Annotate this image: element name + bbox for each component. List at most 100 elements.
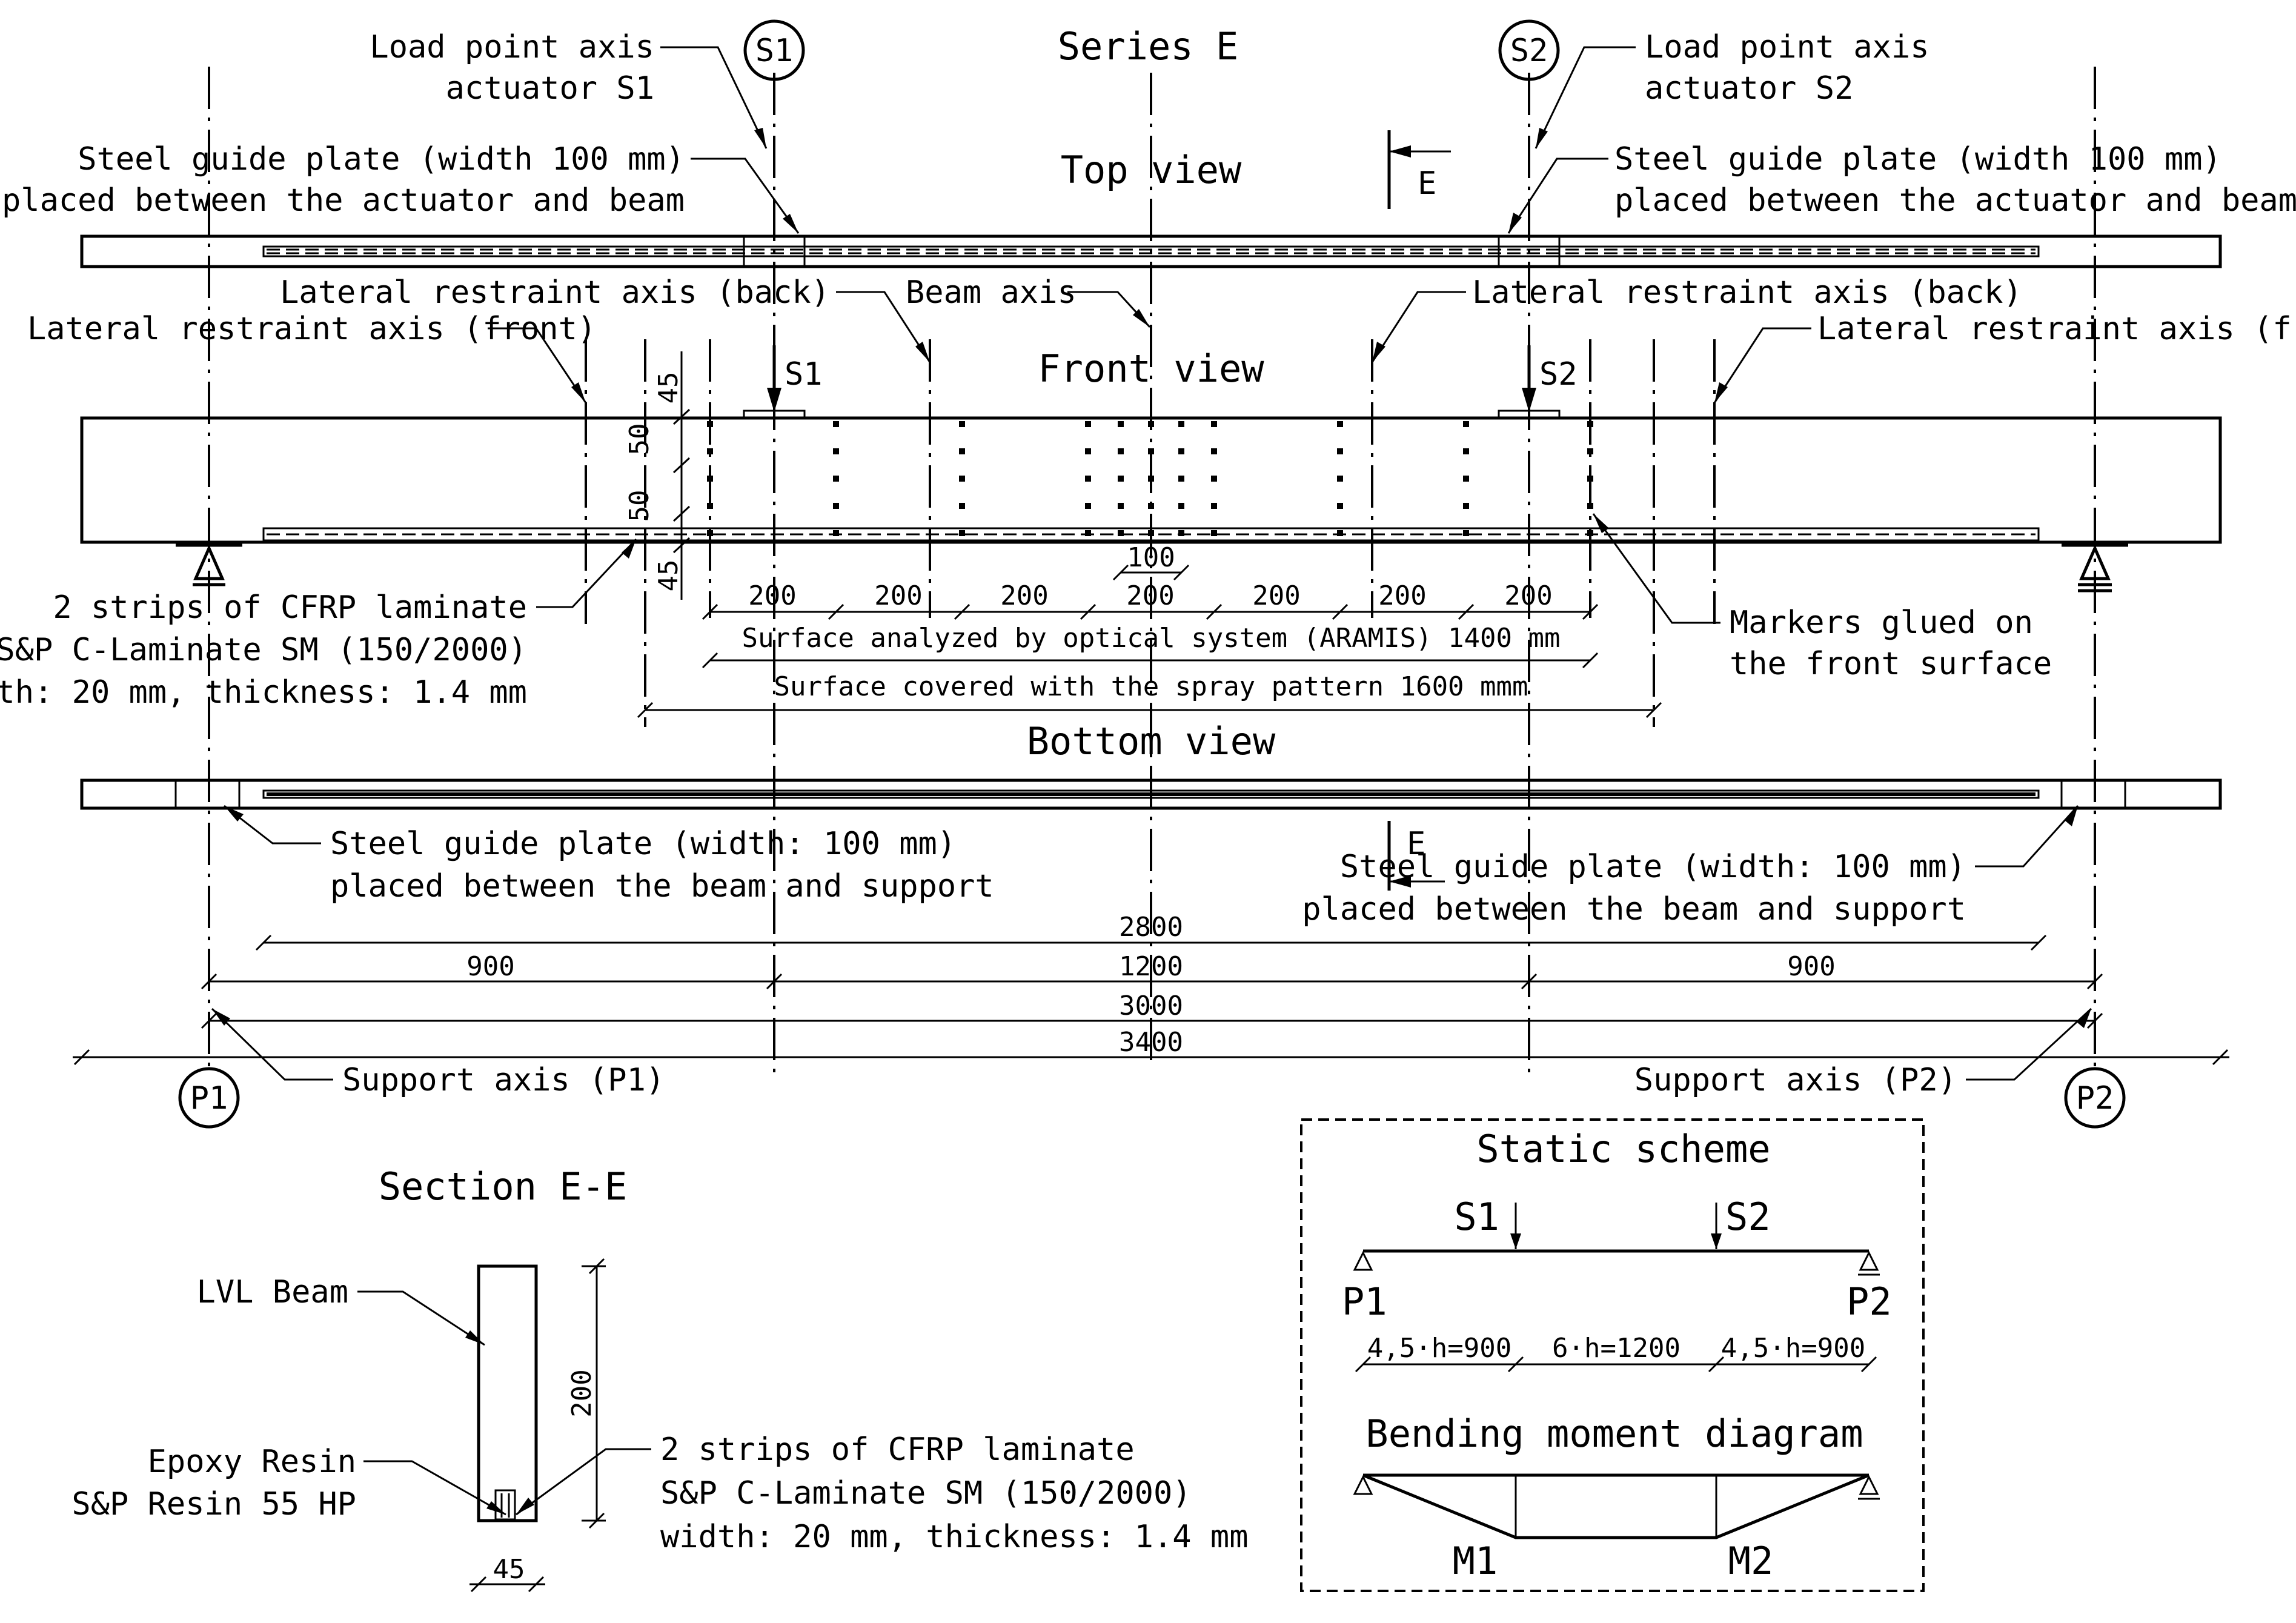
section-labels: LVL Beam Epoxy Resin S&P Resin 55 HP 2 s…: [71, 1274, 1248, 1555]
marker-dot: [1148, 503, 1154, 509]
dim-vertical-2: 50: [624, 423, 655, 456]
support-p1-symbol: [176, 543, 242, 586]
section-ee: 200 45: [469, 1258, 606, 1593]
dim-section-height: 200: [566, 1369, 597, 1417]
marker-dot: [959, 421, 965, 427]
dim-vertical-1: 45: [653, 372, 684, 404]
scheme-load-s2: S2: [1725, 1195, 1771, 1239]
top-view-title: Top view: [1061, 148, 1242, 192]
markers-label: Markers glued on the front surface: [1592, 513, 2052, 682]
support-axis-labels: Support axis (P1) Support axis (P2): [211, 1007, 2092, 1098]
aramis-label: Surface analyzed by optical system (ARAM…: [742, 623, 1560, 654]
marker-dot: [1118, 476, 1124, 482]
marker-dot: [1587, 476, 1593, 482]
dim-vertical-4: 45: [653, 560, 684, 592]
marker-dot: [1337, 530, 1343, 536]
beam-axis-label: Beam axis: [906, 274, 1077, 311]
moment-m2: M2: [1728, 1539, 1774, 1583]
load-axis-labels: Load point axis actuator S1 Load point a…: [370, 29, 1929, 149]
marker-dot: [1178, 530, 1184, 536]
marker-dot: [707, 530, 713, 536]
section-lvl-beam: [477, 1264, 538, 1522]
dim-span-right: 900: [1787, 951, 1835, 982]
support-p2-symbol: [2062, 543, 2128, 592]
marker-dot: [833, 448, 839, 454]
dim-span-middle: 1200: [1119, 951, 1183, 982]
restraint-labels: Lateral restraint axis (back) Beam axis …: [27, 274, 2296, 403]
dim-support-span: 3000: [1119, 991, 1183, 1021]
axis-circle-p1-label: P1: [190, 1080, 228, 1117]
marker-dot: [833, 421, 839, 427]
section-cfrp-strips: [494, 1489, 516, 1521]
marker-grid: [707, 421, 1593, 536]
lateral-front-right-label: Lateral restraint axis (front): [1817, 311, 2296, 347]
marker-dot: [1211, 421, 1217, 427]
marker-dot: [833, 503, 839, 509]
support-p2-label: Support axis (P2): [1634, 1062, 1957, 1098]
marker-dot: [1587, 448, 1593, 454]
drawing-title: Series E: [1058, 24, 1239, 68]
load-axis-s2-line2: actuator S2: [1645, 70, 1853, 107]
axis-circle-p1: [178, 1067, 240, 1129]
marker-dot: [1211, 503, 1217, 509]
guide-bottom-right-line2: placed between the beam and support: [1302, 891, 1966, 928]
guide-bottom-left-line2: placed between the beam and support: [330, 868, 994, 904]
marker-dot: [1085, 530, 1091, 536]
scheme-span-middle: 6·h=1200: [1552, 1333, 1681, 1364]
scheme-support-p1: P1: [1342, 1279, 1387, 1324]
dim-beam-length: 3400: [1119, 1027, 1183, 1058]
dim-vertical-3: 50: [624, 490, 655, 522]
load-axis-s1-line1: Load point axis: [370, 29, 654, 65]
marker-dot: [833, 530, 839, 536]
static-scheme-box: Static scheme S1 S2 P1 P2 4,5·h=900 6·h=…: [1300, 1118, 1925, 1592]
load-axis-s1-line2: actuator S1: [446, 70, 654, 107]
cfrp-section-line2: S&P C-Laminate SM (150/2000): [660, 1475, 1192, 1512]
marker-dot: [1085, 476, 1091, 482]
moment-diagram-curve: [1362, 1473, 1870, 1539]
dim-spacing-4: 200: [1126, 580, 1174, 611]
marker-dot: [1587, 530, 1593, 536]
top-view-beam: [80, 234, 2222, 268]
guide-plate-top-labels: Steel guide plate (width 100 mm) placed …: [2, 141, 2296, 234]
marker-dot: [833, 476, 839, 482]
marker-dot: [1337, 448, 1343, 454]
dim-marker-center: 100: [1127, 542, 1175, 573]
overall-dimensions: 2800 900 1200 900 3000 3400: [73, 912, 2229, 1066]
marker-dot: [1463, 476, 1469, 482]
guide-top-left-line1: Steel guide plate (width 100 mm): [78, 141, 685, 178]
marker-dot: [1118, 530, 1124, 536]
aramis-dimension: Surface analyzed by optical system (ARAM…: [702, 623, 1599, 669]
moment-m1: M1: [1453, 1539, 1498, 1583]
axis-circle-s2-label: S2: [1510, 33, 1548, 69]
support-p1-label: Support axis (P1): [342, 1062, 665, 1098]
dim-spacing-2: 200: [874, 580, 922, 611]
dim-span-left: 900: [466, 951, 514, 982]
scheme-load-s1: S1: [1454, 1195, 1499, 1239]
marker-dot: [1463, 503, 1469, 509]
marker-dot: [1148, 421, 1154, 427]
marker-dot: [707, 448, 713, 454]
front-load-s1-label: S1: [785, 356, 823, 393]
guide-bottom-right-line1: Steel guide plate (width: 100 mm): [1340, 849, 1966, 885]
section-cut-marker-bottom: E: [1387, 821, 1445, 891]
cfrp-front-line1: 2 strips of CFRP laminate: [53, 589, 527, 626]
lvl-beam-label: LVL Beam: [197, 1274, 348, 1310]
cfrp-front-line2: S&P C-Laminate SM (150/2000): [0, 632, 527, 668]
marker-dot: [1463, 421, 1469, 427]
marker-dot: [1337, 476, 1343, 482]
marker-dot: [1118, 421, 1124, 427]
guide-bottom-left-line1: Steel guide plate (width: 100 mm): [330, 826, 956, 862]
marker-dot: [1148, 476, 1154, 482]
guide-top-right-line2: placed between the actuator and beam: [1614, 182, 2296, 219]
marker-dot: [707, 476, 713, 482]
marker-dot: [1085, 421, 1091, 427]
axis-circle-s1-label: S1: [755, 33, 794, 69]
marker-dot: [1587, 503, 1593, 509]
marker-dot: [1178, 503, 1184, 509]
marker-dot: [1337, 503, 1343, 509]
static-scheme-title: Static scheme: [1476, 1127, 1770, 1171]
load-axis-s2-line1: Load point axis: [1645, 29, 1929, 65]
marker-dot: [959, 476, 965, 482]
dim-spacing-7: 200: [1504, 580, 1552, 611]
cfrp-section-line3: width: 20 mm, thickness: 1.4 mm: [660, 1519, 1249, 1555]
